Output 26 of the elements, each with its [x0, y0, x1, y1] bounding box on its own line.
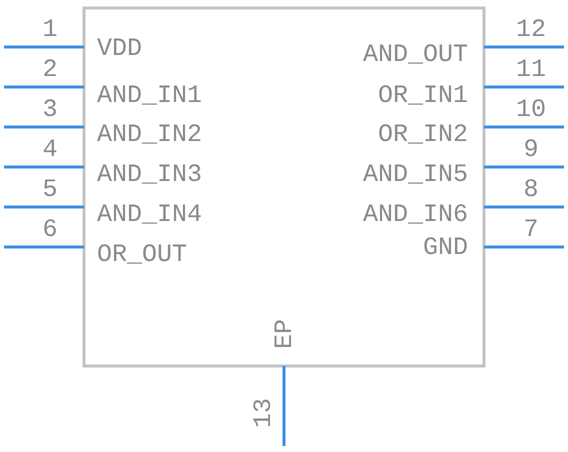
pin-number: 1: [42, 16, 58, 44]
pin-name: OR_IN2: [378, 121, 468, 149]
pin-number: 4: [42, 136, 58, 164]
pin-number: 11: [516, 56, 546, 84]
pin-name: EP: [271, 319, 299, 349]
pin-number: 13: [250, 398, 278, 428]
pin-name: OR_IN1: [378, 82, 468, 110]
pin-name: AND_OUT: [363, 41, 468, 69]
pin-name: AND_IN1: [97, 82, 202, 110]
pin-number: 7: [524, 216, 539, 244]
pin-number: 6: [42, 216, 58, 244]
pin-name: AND_IN4: [97, 201, 202, 229]
pin-name: AND_IN5: [363, 161, 468, 189]
pin-number: 9: [524, 136, 539, 164]
pin-name: GND: [423, 234, 468, 262]
pin-name: AND_IN3: [97, 161, 202, 189]
pin-number: 8: [524, 176, 539, 204]
pin-number: 2: [42, 56, 58, 84]
pin-number: 12: [516, 16, 546, 44]
pin-name: AND_IN6: [363, 201, 468, 229]
pin-name: AND_IN2: [97, 121, 202, 149]
pin-number: 5: [42, 176, 58, 204]
pin-number: 3: [42, 96, 58, 124]
pin-number: 10: [516, 96, 546, 124]
pin-name: OR_OUT: [97, 241, 188, 269]
pin-name: VDD: [97, 35, 142, 63]
